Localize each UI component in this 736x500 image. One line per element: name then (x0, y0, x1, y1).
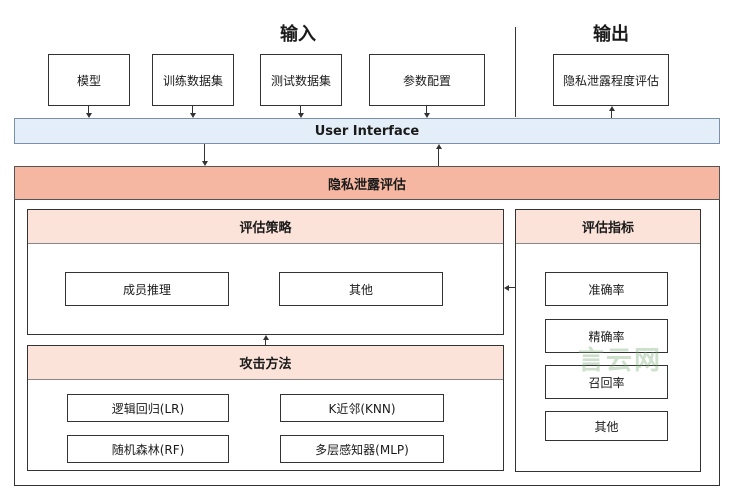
arrow-up-icon (609, 106, 615, 111)
connector-line (204, 144, 205, 162)
input-box-model: 模型 (48, 54, 130, 106)
attack-item-lr: 逻辑回归(LR) (67, 394, 229, 422)
connector-line (88, 106, 89, 114)
arrow-up-icon (263, 335, 269, 340)
metric-item-recall: 召回率 (545, 365, 668, 399)
connector-line (508, 287, 516, 288)
input-heading: 输入 (280, 24, 316, 45)
strategy-item-membership-inference: 成员推理 (65, 272, 229, 306)
arrow-down-icon (298, 113, 304, 118)
arrow-left-icon (504, 285, 509, 291)
attack-item-mlp: 多层感知器(MLP) (280, 435, 444, 463)
metric-item-accuracy: 准确率 (545, 272, 668, 306)
arrow-down-icon (424, 113, 430, 118)
connector-line (300, 106, 301, 114)
arrow-down-icon (190, 113, 196, 118)
input-box-training-data: 训练数据集 (152, 54, 234, 106)
connector-line (426, 106, 427, 114)
connector-line (438, 148, 439, 166)
connector-line (611, 110, 612, 118)
arrow-down-icon (86, 113, 92, 118)
attack-item-rf: 随机森林(RF) (67, 435, 229, 463)
watermark-logo: 言云网 (578, 346, 663, 376)
attack-title: 攻击方法 (28, 346, 503, 380)
input-box-test-data: 测试数据集 (260, 54, 342, 106)
arrow-down-icon (202, 161, 208, 166)
privacy-evaluation-title: 隐私泄露评估 (14, 166, 720, 200)
arrow-up-icon (436, 144, 442, 149)
metric-item-other: 其他 (545, 411, 668, 441)
metric-item-precision: 精确率 (545, 319, 668, 353)
section-divider (515, 27, 516, 117)
input-box-parameters: 参数配置 (369, 54, 485, 106)
connector-line (265, 339, 266, 345)
output-box-privacy-leakage: 隐私泄露程度评估 (553, 54, 669, 106)
output-heading: 输出 (593, 24, 629, 45)
attack-item-knn: K近邻(KNN) (280, 394, 444, 422)
strategy-title: 评估策略 (28, 210, 503, 244)
strategy-item-other: 其他 (279, 272, 443, 306)
connector-line (192, 106, 193, 114)
metrics-title: 评估指标 (516, 210, 700, 244)
user-interface-bar: User Interface (14, 118, 720, 144)
